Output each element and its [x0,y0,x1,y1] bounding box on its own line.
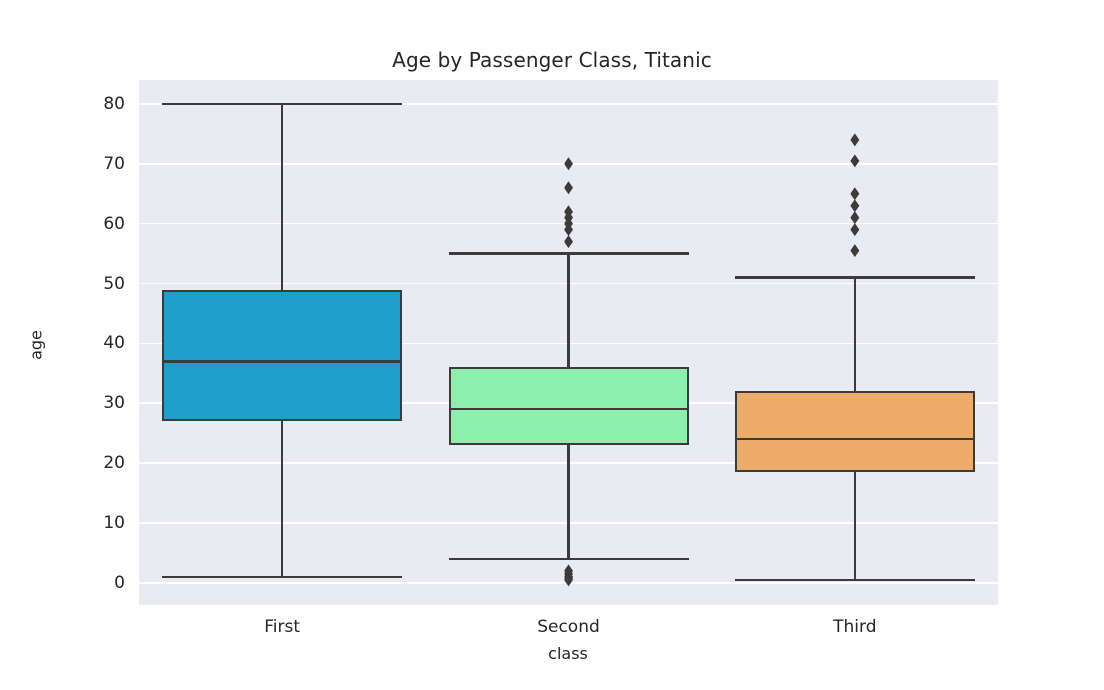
outlier-marker [850,223,860,237]
y-tick-label: 30 [103,393,125,414]
cap-upper [162,102,403,106]
x-tick-label: Second [537,617,600,637]
box-iqr [734,391,975,473]
y-axis-label: age [26,330,46,360]
x-tick-label: First [264,617,301,637]
y-tick-label: 10 [103,512,125,533]
cap-upper [448,252,689,255]
y-tick-label: 70 [103,153,125,174]
whisker-upper [567,253,570,368]
median-line [448,408,689,411]
gridline-y [139,103,998,105]
plot-area [139,80,998,605]
cap-lower [162,575,403,579]
outlier-marker [564,157,573,171]
y-tick-label: 60 [103,213,125,234]
whisker-lower [853,472,857,580]
box-second [139,80,998,605]
median-line [162,360,403,363]
outlier-marker [850,133,860,147]
whisker-lower [567,445,570,559]
outlier-marker [850,154,860,168]
x-tick-label: Third [833,617,877,637]
cap-lower [448,557,689,561]
y-tick-label: 40 [103,333,125,354]
outlier-marker [850,244,860,258]
outlier-marker [850,211,860,225]
outlier-marker [850,187,860,201]
outlier-marker [850,199,860,213]
cap-upper [734,276,975,279]
outlier-marker [564,223,573,237]
y-tick-label: 20 [103,453,125,474]
y-axis-tick-labels: 0 10 20 30 40 50 60 70 80 [0,0,139,690]
y-tick-label: 80 [103,93,125,114]
median-line [734,437,975,441]
box-first [139,80,998,605]
x-axis-tick-labels: First Second Third [139,605,998,645]
x-axis-label: class [548,644,588,663]
outlier-marker [564,181,573,195]
y-tick-label: 50 [103,273,125,294]
whisker-upper [853,277,857,392]
whisker-upper [280,103,284,290]
chart-title: Age by Passenger Class, Titanic [392,48,712,72]
box-third [139,80,998,605]
box-iqr [448,367,689,446]
outlier-marker [564,573,573,587]
box-iqr [162,289,403,422]
whisker-lower [280,421,284,577]
outlier-marker [564,235,573,249]
y-tick-label: 0 [114,572,125,593]
cap-lower [734,578,975,582]
